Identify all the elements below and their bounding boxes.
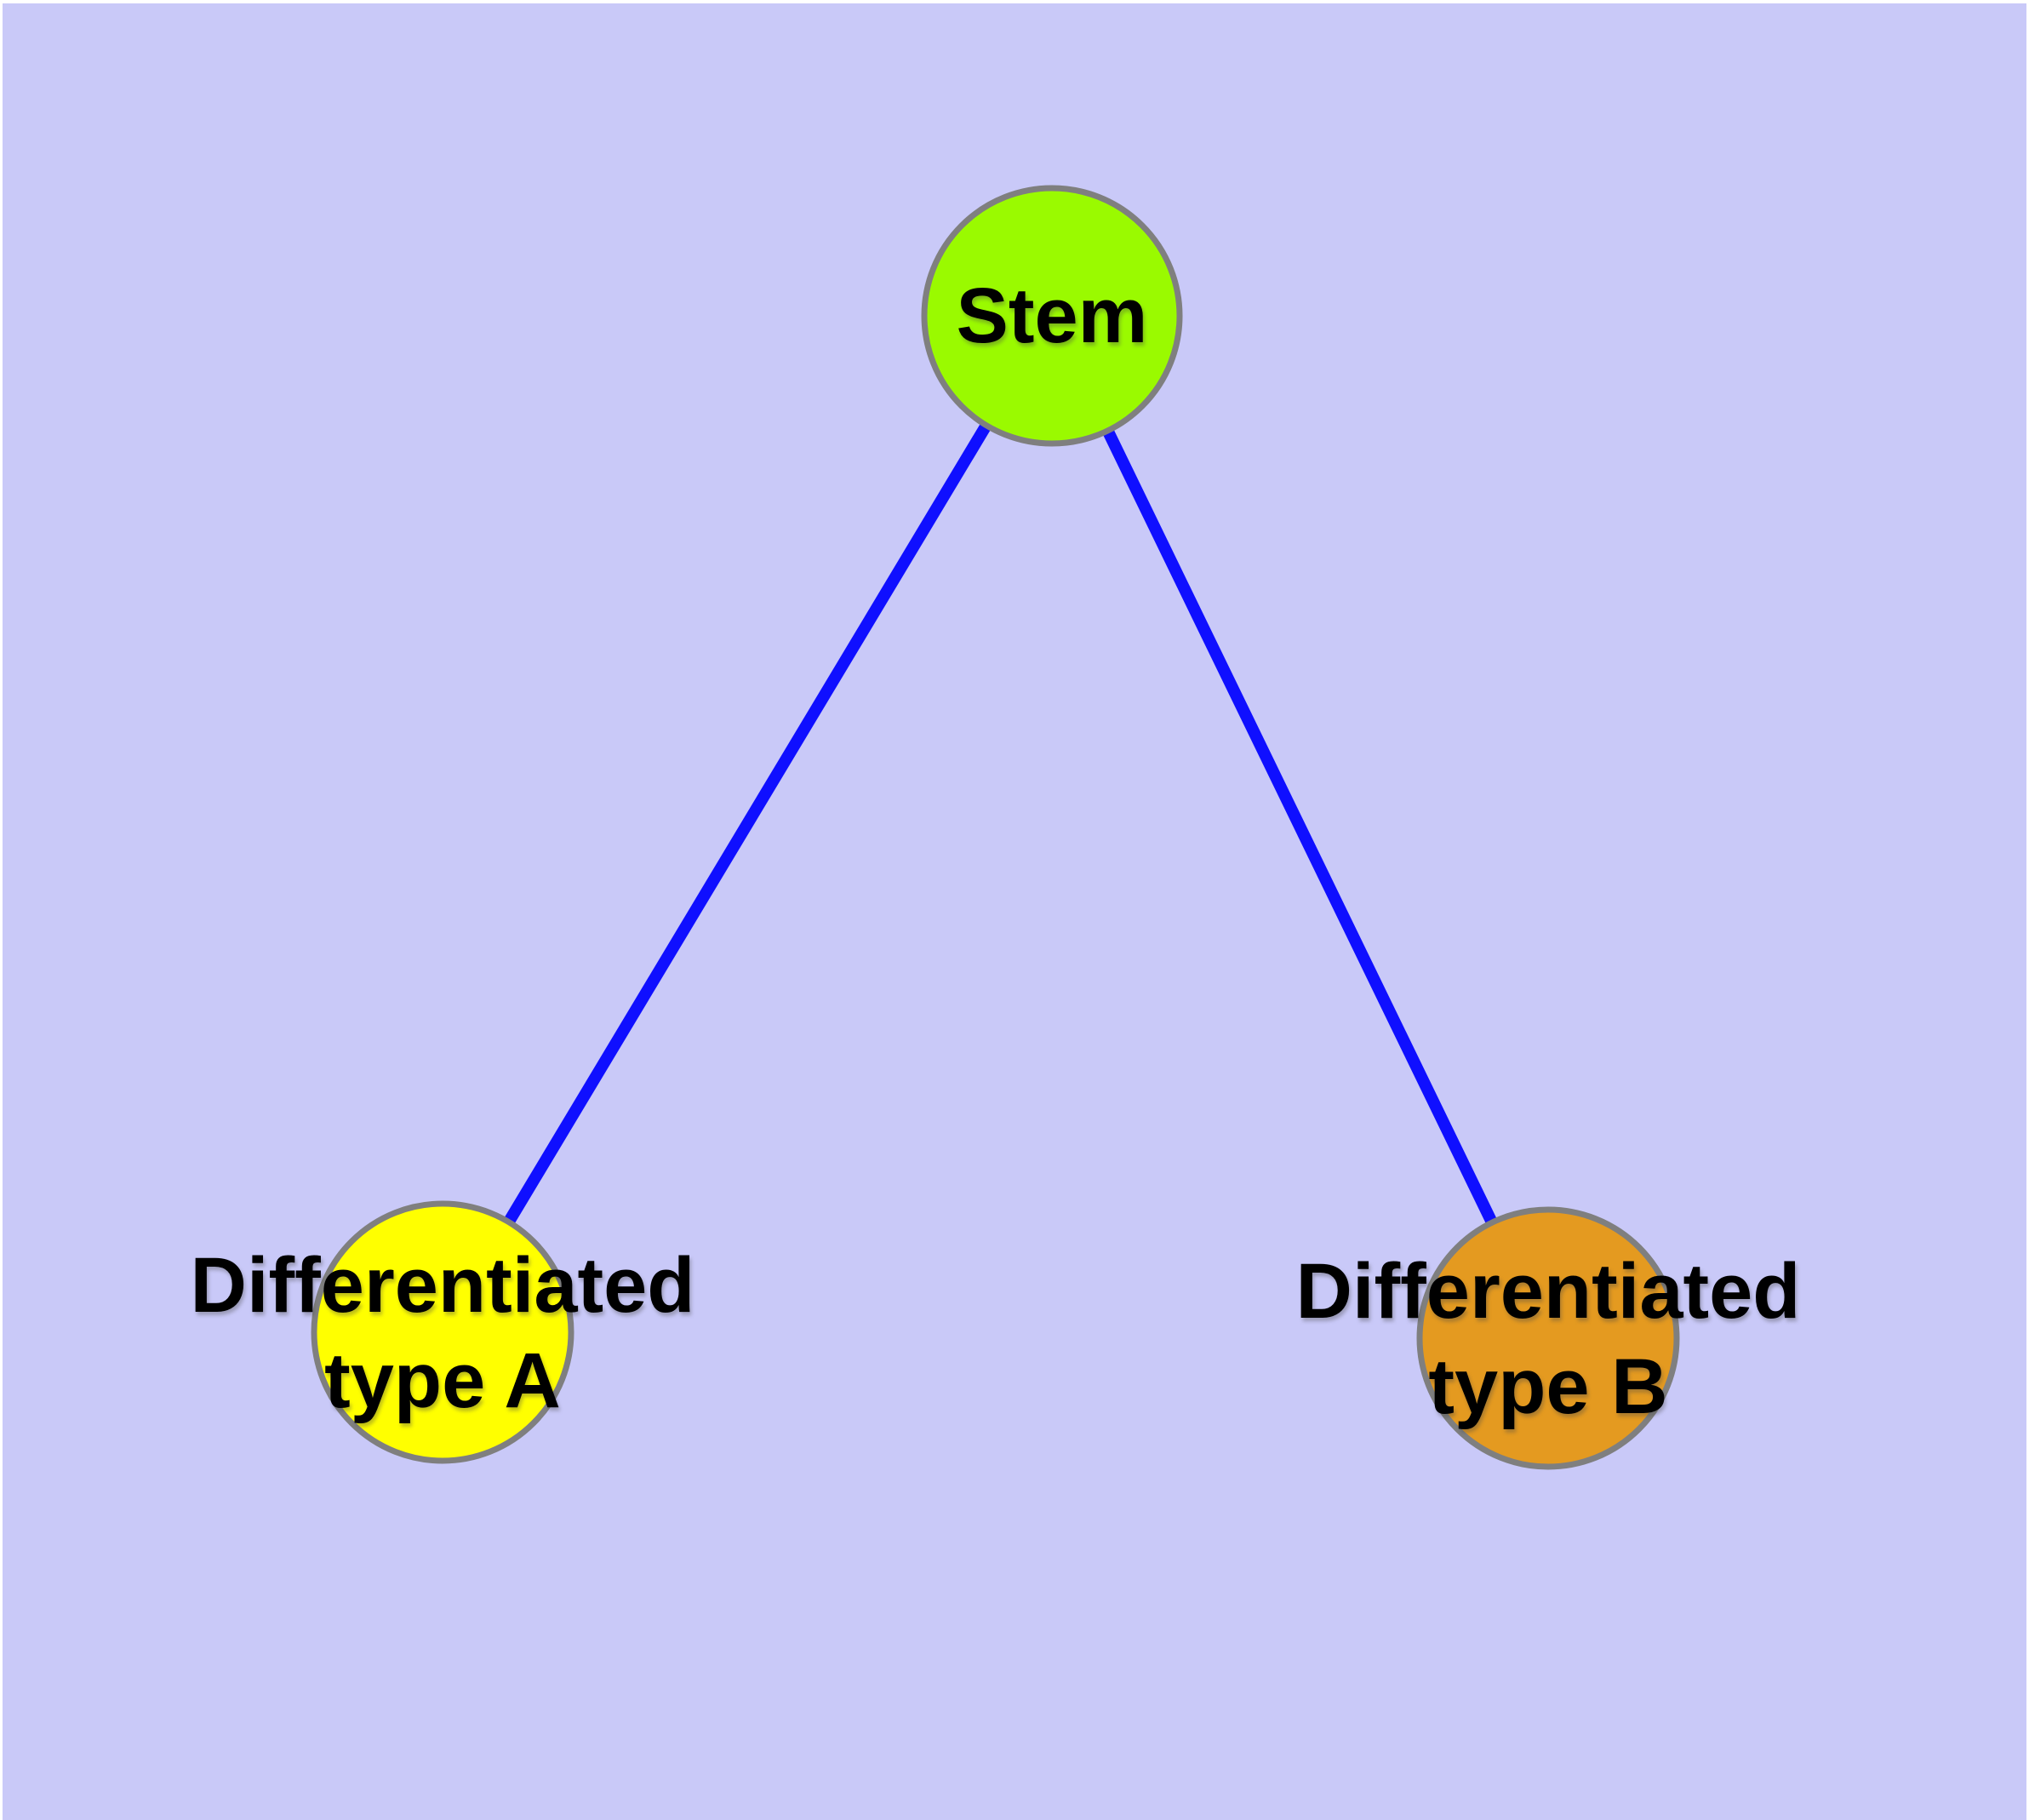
node-type-a-label-line1: Differentiated: [191, 1242, 695, 1329]
node-stem-label: Stem: [957, 272, 1148, 359]
node-type-b-label-line1: Differentiated: [1296, 1248, 1801, 1335]
node-type-b-label-line2: type B: [1428, 1343, 1667, 1430]
node-group: [311, 185, 1680, 1470]
edge-stem-to-type-b: [1046, 312, 1554, 1342]
node-differentiated-type-b: [1416, 1206, 1680, 1470]
label-group: Stem Differentiated type A Differentiate…: [191, 272, 1801, 1430]
node-stem: [921, 185, 1183, 447]
node-differentiated-type-a: [311, 1200, 574, 1464]
node-type-a-label-line2: type A: [324, 1337, 561, 1424]
edge-stem-to-type-a: [437, 312, 1058, 1336]
edge-group: [437, 312, 1554, 1342]
